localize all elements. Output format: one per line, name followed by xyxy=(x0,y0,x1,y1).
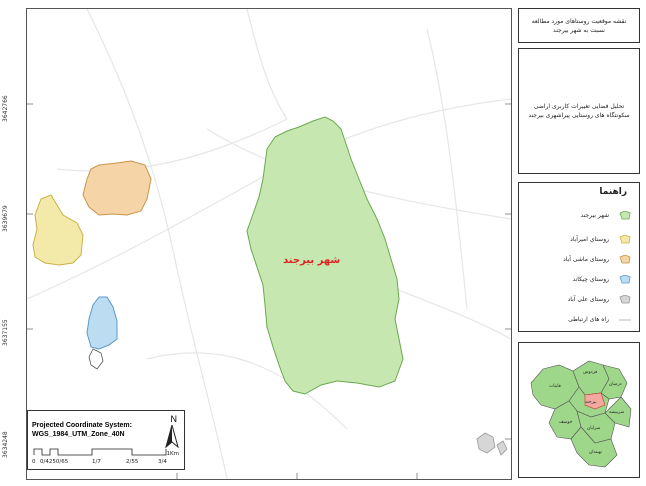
inset-label: سرایان xyxy=(587,426,601,431)
inset-label: نهبندان xyxy=(589,450,602,455)
road-line xyxy=(146,352,348,430)
inset-labels: قاینات درمیان بیرجند سربیشه نهبندان خوسف… xyxy=(549,370,625,455)
inset-district xyxy=(600,364,628,400)
legend-item: روستای چیکاند xyxy=(572,273,631,285)
y-tick-label: 3634248 xyxy=(2,431,9,458)
main-map-canvas xyxy=(27,9,511,479)
title-panel: نقشه موقعیت روستاهای مورد مطالعه نسبت به… xyxy=(518,8,640,43)
coordinate-system-value: WGS_1984_UTM_Zone_40N xyxy=(32,431,125,438)
legend-item: شهر بیرجند xyxy=(581,209,631,221)
north-arrow-icon xyxy=(165,425,179,449)
inset-label: خوسف xyxy=(559,420,573,425)
legend-label: روستای چیکاند xyxy=(572,275,609,283)
aliabad-village-polygon xyxy=(476,432,496,454)
legend-label: روستای امیرآباد xyxy=(570,235,609,243)
legend-title: راهنما xyxy=(599,187,627,197)
road-line xyxy=(86,9,228,479)
road-line xyxy=(426,28,468,310)
coordinate-system-title: Projected Coordinate System: xyxy=(32,422,132,429)
legend-item: روستای امیرآباد xyxy=(570,233,631,245)
map-title: نقشه موقعیت روستاهای مورد مطالعه نسبت به… xyxy=(531,18,627,34)
legend-item: راه های ارتباطی xyxy=(568,313,631,325)
inset-district xyxy=(604,396,632,428)
inset-label: فردوس xyxy=(583,370,597,375)
legend-item: روستای علی آباد xyxy=(568,293,631,305)
main-map-frame: شهر بیرجند xyxy=(26,8,512,480)
inset-district xyxy=(570,426,618,468)
amirabad-village-polygon xyxy=(32,194,84,266)
road-line xyxy=(56,118,288,172)
scale-tick-label: 2/55 xyxy=(126,459,139,465)
map-subtitle: تحلیل فضایی تغییرات کاربری اراضی سکونتگا… xyxy=(528,103,630,119)
inset-label: قاینات xyxy=(549,384,561,389)
legend-label: شهر بیرجند xyxy=(580,211,609,219)
inset-label: سربیشه xyxy=(609,410,625,415)
scale-tick-label: 1/7 xyxy=(92,459,101,465)
chikand-tail xyxy=(88,348,104,370)
scale-unit-label: 1Km xyxy=(166,451,179,457)
legend-item: روستای ماشی آباد xyxy=(563,253,631,265)
north-label: N xyxy=(170,414,178,424)
legend-swatch xyxy=(619,274,631,283)
legend-label: روستای ماشی آباد xyxy=(563,255,609,263)
coordinate-system-label: Projected Coordinate System: WGS_1984_UT… xyxy=(32,421,132,439)
city-label: شهر بیرجند xyxy=(283,255,341,266)
mashiabad-village-polygon xyxy=(82,160,152,216)
y-tick-label: 3637155 xyxy=(2,319,9,346)
inset-label: درمیان xyxy=(609,382,622,387)
inset-map-canvas: قاینات درمیان بیرجند سربیشه نهبندان خوسف… xyxy=(530,360,632,468)
scale-tick-label: 0 xyxy=(32,459,36,465)
birjand-city-polygon xyxy=(246,116,404,395)
scale-tick-label: 0/4250/65 xyxy=(40,459,69,465)
legend-label: راه های ارتباطی xyxy=(568,315,609,323)
scale-bar-line xyxy=(33,448,167,456)
legend-panel: راهنما شهر بیرجند روستای امیرآباد روستای… xyxy=(518,182,640,332)
scale-bar-graphic xyxy=(33,448,167,456)
inset-label: بیرجند xyxy=(585,400,597,405)
scale-bar-box: Projected Coordinate System: WGS_1984_UT… xyxy=(27,410,185,470)
subtitle-panel: تحلیل فضایی تغییرات کاربری اراضی سکونتگا… xyxy=(518,48,640,174)
legend-label: روستای علی آباد xyxy=(567,295,609,303)
legend-swatch xyxy=(619,210,631,219)
legend-swatch xyxy=(619,294,631,303)
scale-tick-label: 3/4 xyxy=(158,459,167,465)
chikand-village-polygon xyxy=(86,296,118,350)
legend-swatch xyxy=(619,254,631,263)
legend-swatch xyxy=(619,319,631,320)
y-tick-label: 3642766 xyxy=(2,95,9,122)
inset-map-panel: قاینات درمیان بیرجند سربیشه نهبندان خوسف… xyxy=(518,342,640,478)
aliabad-village-polygon xyxy=(496,440,508,456)
y-tick-label: 3639679 xyxy=(2,205,9,232)
inset-highlight-birjand xyxy=(584,392,606,410)
road-line xyxy=(246,9,288,120)
legend-swatch xyxy=(619,234,631,243)
grid-ticks xyxy=(27,103,511,479)
